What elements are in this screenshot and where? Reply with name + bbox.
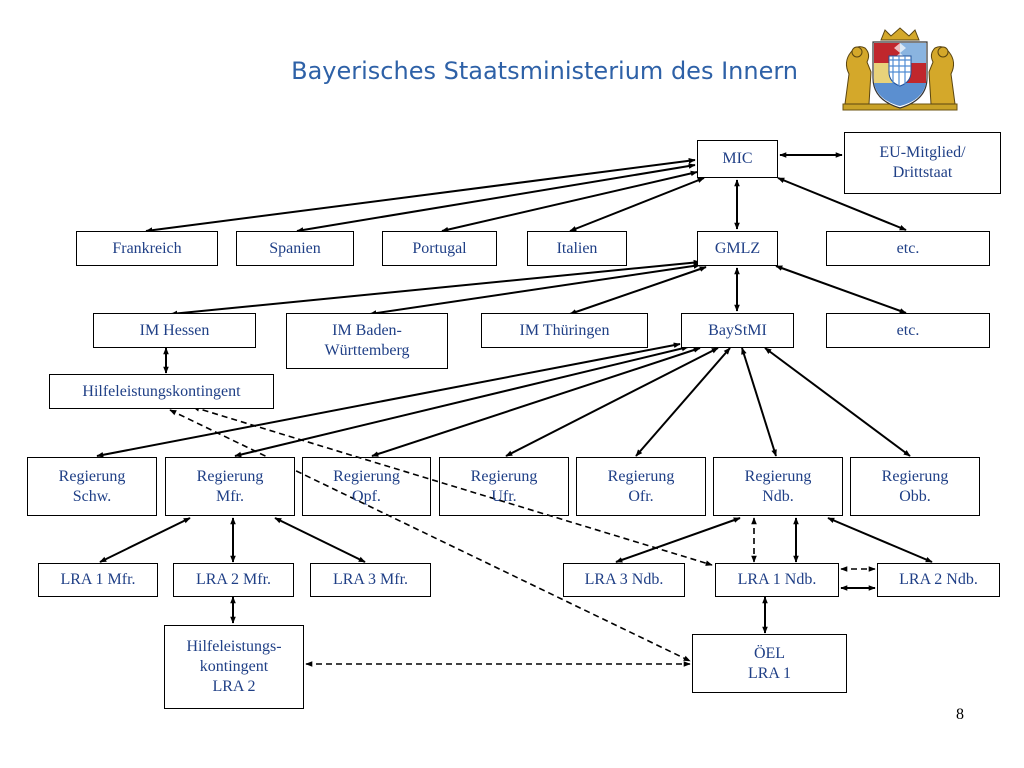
link-mfr-lra3 (274, 517, 366, 563)
link-mic-etc (777, 177, 907, 231)
node-lra2-ndb: LRA 2 Ndb. (877, 563, 1000, 597)
node-im-baden-wuerttemberg: IM Baden- Württemberg (286, 313, 448, 369)
node-regierung-ufr: Regierung Ufr. (439, 457, 569, 516)
node-portugal: Portugal (382, 231, 497, 266)
node-baystmi: BayStMI (681, 313, 794, 348)
header-divider (0, 119, 1024, 120)
node-frankreich: Frankreich (76, 231, 218, 266)
node-regierung-ndb: Regierung Ndb. (713, 457, 843, 516)
dashed-hilfe-oel (169, 409, 691, 662)
node-lra3-mfr: LRA 3 Mfr. (310, 563, 431, 597)
node-im-hessen: IM Hessen (93, 313, 256, 348)
link-baystmi-ndb (741, 347, 777, 457)
bavarian-coat-of-arms-icon (831, 26, 969, 114)
node-im-thueringen: IM Thüringen (481, 313, 648, 348)
node-etc-2: etc. (826, 313, 990, 348)
node-hilfeleistungskontingent: Hilfeleistungskontingent (49, 374, 274, 409)
node-regierung-opf: Regierung Opf. (302, 457, 431, 516)
node-oel-lra1: ÖEL LRA 1 (692, 634, 847, 693)
node-lra1-mfr: LRA 1 Mfr. (38, 563, 158, 597)
node-etc-1: etc. (826, 231, 990, 266)
node-mic: MIC (697, 140, 778, 178)
page-number: 8 (956, 706, 964, 723)
node-spanien: Spanien (236, 231, 354, 266)
node-regierung-ofr: Regierung Ofr. (576, 457, 706, 516)
node-regierung-schw: Regierung Schw. (27, 457, 157, 516)
node-eu-mitglied: EU-Mitglied/ Drittstaat (844, 132, 1001, 194)
node-regierung-obb: Regierung Obb. (850, 457, 980, 516)
link-baystmi-obb (764, 347, 911, 457)
link-mic-frankreich (145, 158, 696, 233)
node-hilfeleistungskontingent-lra2: Hilfeleistungs- kontingent LRA 2 (164, 625, 304, 709)
link-mfr-lra1 (99, 517, 191, 563)
link-mic-spanien (296, 163, 696, 233)
node-italien: Italien (527, 231, 627, 266)
link-gmlz-th (569, 266, 707, 315)
link-gmlz-hessen (170, 259, 701, 317)
node-lra2-mfr: LRA 2 Mfr. (173, 563, 294, 597)
ministry-title: Bayerisches Staatsministerium des Innern (291, 57, 798, 85)
link-ndb-lra3 (615, 517, 741, 563)
link-mic-italien (569, 177, 705, 232)
node-lra1-ndb: LRA 1 Ndb. (715, 563, 839, 597)
node-lra3-ndb: LRA 3 Ndb. (563, 563, 685, 597)
node-regierung-mfr: Regierung Mfr. (165, 457, 295, 516)
link-ndb-lra2 (827, 517, 933, 563)
node-gmlz: GMLZ (697, 231, 778, 266)
link-gmlz-etc (775, 265, 907, 314)
